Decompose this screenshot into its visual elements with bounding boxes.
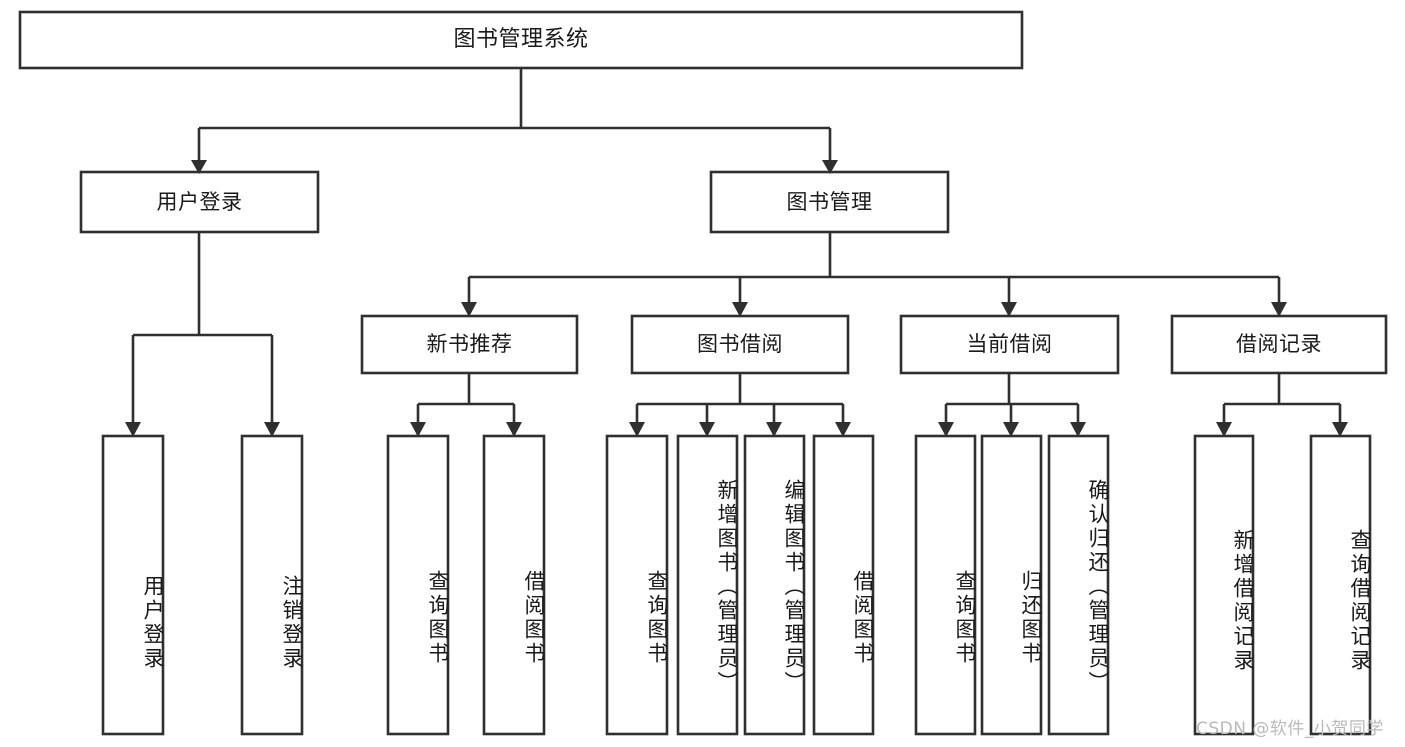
node-box-book-borrow[interactable] <box>630 314 850 375</box>
arrow-head-user-login <box>191 160 207 174</box>
arrow-head-borrow-record <box>1271 302 1287 317</box>
connector-root-to-level1 <box>197 68 832 162</box>
connector-current-borrow-to-leaves <box>944 373 1080 424</box>
node-box-query-borrow-record[interactable] <box>1309 434 1372 736</box>
connector-borrow-record-to-leaves <box>1222 373 1342 424</box>
node-box-borrow-book-borrow[interactable] <box>812 434 875 736</box>
arrow-head-add-borrow-record <box>1216 422 1232 437</box>
arrow-head-current-borrow <box>1001 302 1017 317</box>
connector-user-login-to-leaves <box>131 232 274 424</box>
connector-book-borrow-to-leaves <box>635 373 845 424</box>
node-box-user-login-leaf[interactable] <box>101 434 165 736</box>
node-box-current-borrow[interactable] <box>899 314 1120 375</box>
arrow-head-book-borrow <box>732 302 748 317</box>
arrow-head-borrow-book-rec <box>506 422 522 437</box>
arrow-head-new-book-rec <box>461 302 477 317</box>
arrow-head-query-book-borrow <box>629 422 645 437</box>
node-box-borrow-book-rec[interactable] <box>482 434 546 736</box>
node-box-user-logout-leaf[interactable] <box>240 434 304 736</box>
node-box-new-book-rec[interactable] <box>360 314 579 375</box>
node-box-add-book-admin[interactable] <box>676 434 739 736</box>
connector-new-book-rec-to-leaves <box>416 373 516 424</box>
arrow-head-return-book <box>1003 422 1019 437</box>
arrow-head-query-book-rec <box>410 422 426 437</box>
node-box-add-borrow-record[interactable] <box>1193 434 1255 736</box>
arrow-head-add-book-admin <box>699 422 715 437</box>
node-box-user-login[interactable] <box>79 170 320 234</box>
node-box-query-book-current[interactable] <box>914 434 977 736</box>
arrow-head-borrow-book-borrow <box>835 422 851 437</box>
node-box-query-book-rec[interactable] <box>386 434 450 736</box>
arrow-head-query-book-current <box>938 422 954 437</box>
connector-book-manage-to-level2 <box>467 232 1281 304</box>
node-box-confirm-return-admin[interactable] <box>1047 434 1110 736</box>
arrow-head-edit-book-admin <box>766 422 782 437</box>
node-box-query-book-borrow[interactable] <box>605 434 669 736</box>
node-box-return-book[interactable] <box>980 434 1043 736</box>
arrow-head-user-logout-leaf <box>264 422 280 437</box>
node-box-book-manage[interactable] <box>709 170 950 234</box>
node-box-root[interactable] <box>18 10 1024 70</box>
node-box-edit-book-admin[interactable] <box>743 434 806 736</box>
arrow-head-user-login-leaf <box>125 422 141 437</box>
node-box-borrow-record[interactable] <box>1170 314 1388 375</box>
arrow-head-book-manage <box>822 160 838 174</box>
arrow-head-confirm-return-admin <box>1070 422 1086 437</box>
arrow-head-query-borrow-record <box>1332 422 1348 437</box>
